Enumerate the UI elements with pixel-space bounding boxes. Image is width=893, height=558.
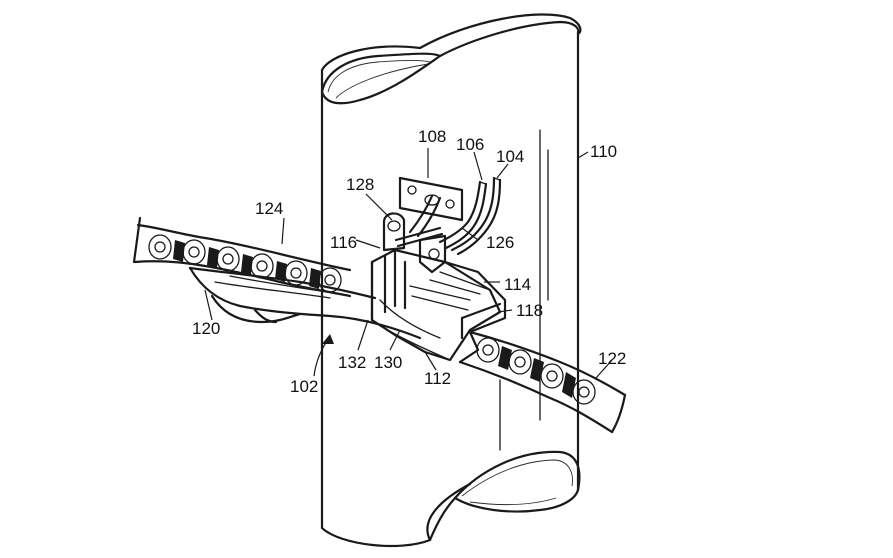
chain-guide	[188, 248, 507, 364]
label-126: 126	[486, 233, 514, 252]
label-114: 114	[504, 275, 531, 294]
label-132: 132	[338, 353, 366, 372]
label-120: 120	[192, 319, 220, 338]
chain-upper	[132, 216, 352, 298]
leader-lines	[204, 148, 613, 379]
label-108: 108	[418, 127, 446, 146]
label-128: 128	[346, 175, 374, 194]
chain-lower	[458, 330, 627, 434]
seat-tube	[320, 13, 582, 548]
control-cables	[438, 176, 502, 256]
label-118: 118	[516, 301, 543, 320]
label-116: 116	[330, 233, 357, 252]
label-102: 102	[290, 377, 318, 396]
label-122: 122	[598, 349, 626, 368]
reference-numerals: 108 106 104 110 128 124 116 126 114 118 …	[192, 127, 626, 396]
label-110: 110	[590, 142, 617, 161]
label-104: 104	[496, 147, 524, 166]
label-130: 130	[374, 353, 402, 372]
mounting-bracket	[382, 176, 464, 274]
label-124: 124	[255, 199, 283, 218]
label-106: 106	[456, 135, 484, 154]
label-112: 112	[424, 369, 451, 388]
